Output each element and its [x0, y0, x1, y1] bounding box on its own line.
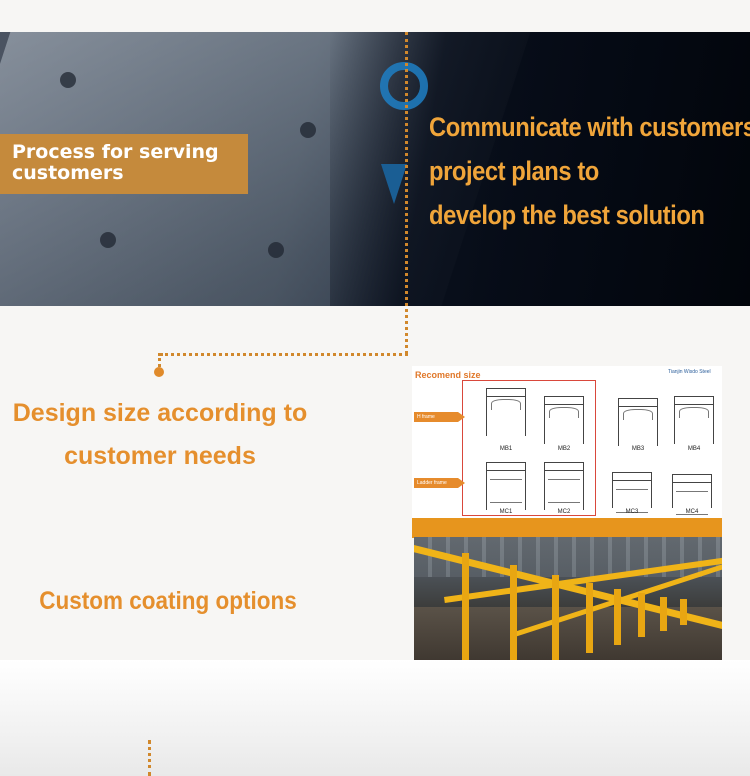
hero-headline-line2: project plans to	[429, 156, 599, 186]
connector-dot	[154, 367, 164, 377]
frame-drawing	[544, 396, 584, 444]
design-size-text: Design size according to customer needs	[10, 392, 310, 478]
dotted-connector	[148, 740, 151, 776]
blue-triangle-decoration	[381, 164, 407, 204]
yellow-post	[462, 553, 469, 660]
plate-hole	[60, 72, 76, 88]
dotted-connector	[160, 353, 408, 356]
frame-drawing	[544, 462, 584, 510]
yellow-post	[552, 575, 559, 660]
dotted-connector	[158, 353, 161, 367]
yellow-post	[680, 599, 687, 625]
h-frame-tag: H frame	[414, 412, 465, 422]
hero-headline: Communicate with customers' project plan…	[429, 105, 750, 237]
bottom-section	[0, 660, 750, 776]
frame-label: MB1	[499, 446, 513, 452]
frame-label: MB3	[631, 446, 645, 452]
frame-label: MB2	[557, 446, 571, 452]
process-label-line1: Process for serving	[12, 141, 219, 163]
yellow-post	[510, 565, 517, 660]
yellow-post	[614, 589, 621, 645]
diagram-brand: Tianjin Wisdo Steel	[668, 369, 711, 375]
design-size-line2: customer needs	[64, 442, 256, 470]
plate-hole	[268, 242, 284, 258]
coated-frames-photo	[414, 537, 722, 660]
frame-label: MB4	[687, 446, 701, 452]
hero-headline-line1: Communicate with customers'	[429, 112, 750, 142]
diagram-title: Recomend size	[415, 370, 481, 380]
frame-drawing	[612, 472, 652, 513]
plate-hole	[300, 122, 316, 138]
frame-drawing	[486, 462, 526, 510]
plate-hole	[100, 232, 116, 248]
design-size-line1: Design size according to	[12, 399, 308, 427]
hero-banner: Process for serving customers Communicat…	[0, 32, 750, 306]
hero-headline-line3: develop the best solution	[429, 200, 705, 230]
recommend-size-diagram: Recomend size Tianjin Wisdo Steel H fram…	[412, 366, 722, 518]
yellow-post	[660, 597, 667, 631]
blue-ring-decoration	[380, 62, 428, 110]
frame-drawing	[618, 398, 658, 446]
frame-label: MC3	[625, 509, 639, 515]
frame-drawing	[674, 396, 714, 444]
frame-label: MC1	[499, 509, 513, 515]
orange-divider-bar	[412, 518, 722, 538]
process-label: Process for serving customers	[0, 134, 248, 194]
frame-drawing	[672, 474, 712, 515]
process-label-line2: customers	[12, 162, 124, 184]
dotted-connector	[405, 32, 408, 354]
frame-label: MC2	[557, 509, 571, 515]
ladder-frame-tag: Ladder frame	[414, 478, 465, 488]
frame-label: MC4	[685, 509, 699, 515]
frame-drawing	[486, 388, 526, 436]
yellow-post	[638, 593, 645, 637]
coating-options-text: Custom coating options	[39, 587, 297, 615]
yellow-post	[586, 583, 593, 653]
highlight-box	[462, 380, 596, 516]
